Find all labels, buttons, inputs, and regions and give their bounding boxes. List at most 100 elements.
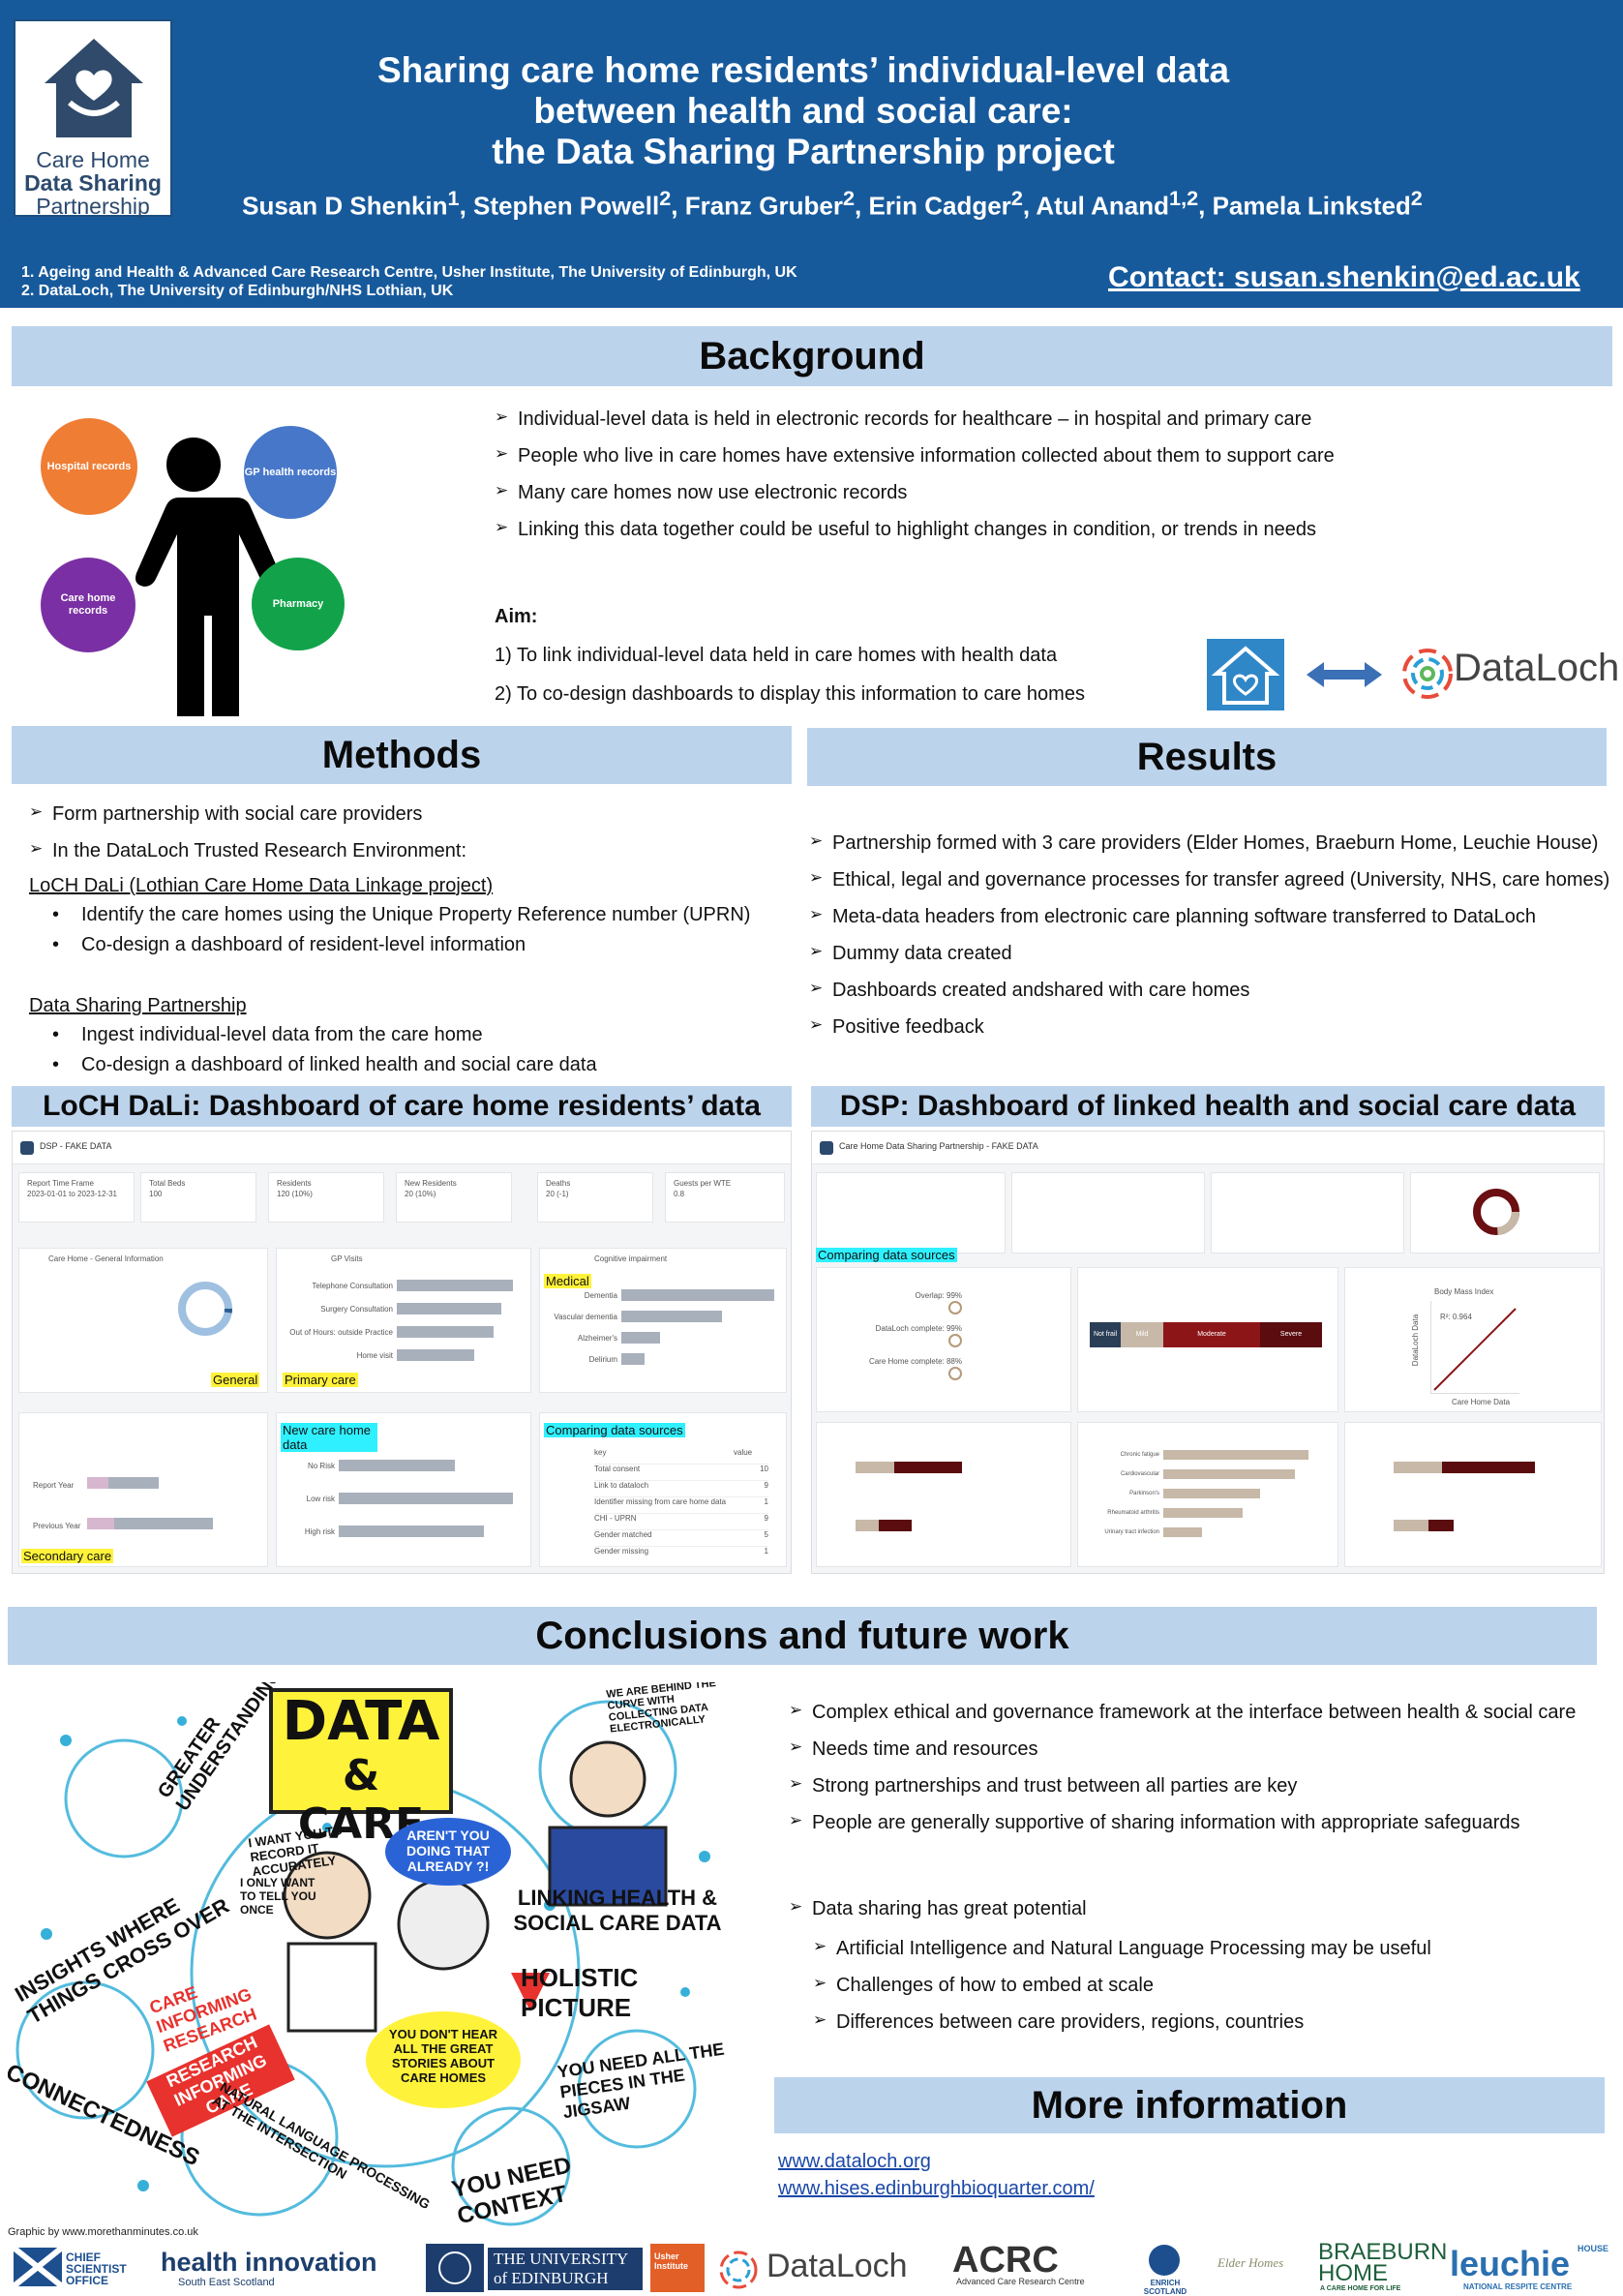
phrase: I ONLY WANT TO TELL YOU ONCE bbox=[240, 1876, 316, 1917]
author-sup: 2 bbox=[1410, 186, 1423, 210]
comparing-sources-table: Comparing data sources key value Total c… bbox=[539, 1412, 787, 1567]
phrase: HOLISTIC PICTURE bbox=[521, 1963, 639, 2022]
bar bbox=[339, 1493, 513, 1504]
hises-link[interactable]: www.hises.edinburghbioquarter.com/ bbox=[778, 2178, 1095, 2199]
background-heading: Background bbox=[12, 326, 1612, 386]
braeburn-line: HOME bbox=[1318, 2260, 1388, 2286]
dsp-title: Data Sharing Partnership bbox=[29, 995, 247, 1016]
usher-logo: Usher Institute bbox=[650, 2244, 705, 2292]
author-sup: 2 bbox=[659, 186, 672, 210]
bar bbox=[1394, 1462, 1442, 1473]
bar bbox=[397, 1326, 494, 1338]
health-innovation-logo: health innovation bbox=[161, 2248, 377, 2277]
list-item: Form partnership with social care provid… bbox=[29, 802, 466, 826]
completeness-label: Overlap: 99% bbox=[915, 1291, 962, 1300]
affiliation: 2. DataLoch, The University of Edinburgh… bbox=[21, 283, 454, 299]
ring-icon bbox=[948, 1334, 962, 1347]
cso-saltire-icon bbox=[14, 2248, 62, 2286]
person-figure-icon bbox=[135, 438, 281, 716]
double-arrow-icon bbox=[1307, 662, 1382, 687]
panel-tab[interactable]: GP Visits bbox=[331, 1254, 363, 1263]
bar-label: Delirium bbox=[588, 1355, 617, 1364]
bar bbox=[621, 1353, 645, 1365]
list-item: Many care homes now use electronic recor… bbox=[495, 481, 1335, 504]
donut-chart bbox=[178, 1282, 232, 1336]
tile-deaths: Deaths 20 (-1) bbox=[537, 1172, 653, 1223]
tile-value: 120 (10%) bbox=[277, 1190, 313, 1198]
list-item: Data sharing has great potential bbox=[789, 1897, 1087, 1920]
list-item: Strong partnerships and trust between al… bbox=[789, 1774, 1576, 1798]
primary-care-highlight: Primary care bbox=[283, 1373, 358, 1387]
panel-tab[interactable]: Care Home - General Information bbox=[48, 1254, 164, 1263]
aim-label: Aim: bbox=[495, 606, 538, 627]
bmi-panel: Body Mass Index R²: 0.964 Care Home Data… bbox=[1344, 1267, 1602, 1412]
graphic-credit: Graphic by www.morethanminutes.co.uk bbox=[8, 2226, 198, 2238]
pharmacy-circle: Pharmacy bbox=[252, 558, 345, 650]
tile-beds: Total Beds 100 bbox=[140, 1172, 256, 1223]
secondary-care-highlight: Secondary care bbox=[21, 1549, 114, 1563]
loch-dali-dashboard: DSP - FAKE DATA Report Time Frame 2023-0… bbox=[12, 1131, 792, 1574]
title-line: Sharing care home residents’ individual-… bbox=[376, 50, 1230, 90]
bar bbox=[1163, 1527, 1202, 1537]
gp-records-circle: GP health records bbox=[244, 426, 337, 519]
author: Franz Gruber bbox=[684, 191, 843, 221]
dsp-dashboard: Care Home Data Sharing Partnership - FAK… bbox=[811, 1131, 1605, 1574]
bar-label: Home visit bbox=[356, 1351, 393, 1360]
new-care-home-panel: New care home data No Risk Low risk High… bbox=[276, 1412, 531, 1567]
bar bbox=[856, 1520, 879, 1531]
dataloch-logo-text: DataLoch bbox=[1454, 647, 1620, 689]
dataloch-link[interactable]: www.dataloch.org bbox=[778, 2151, 931, 2172]
ring-icon bbox=[948, 1367, 962, 1380]
list-item: People are generally supportive of shari… bbox=[789, 1811, 1576, 1834]
bar bbox=[1163, 1508, 1243, 1518]
tile-label: Guests per WTE bbox=[674, 1179, 732, 1188]
speech-bubble: YOU DON'T HEAR ALL THE GREAT STORIES ABO… bbox=[366, 2011, 521, 2108]
dashboard-toolbar bbox=[13, 1132, 791, 1164]
results-heading: Results bbox=[807, 728, 1607, 786]
list-item: People who live in care homes have exten… bbox=[495, 444, 1335, 468]
list-item: Partnership formed with 3 care providers… bbox=[809, 831, 1609, 855]
bar-label: Telephone Consultation bbox=[312, 1282, 393, 1290]
tile-value: 0.8 bbox=[674, 1190, 685, 1198]
logo-line2: Data Sharing bbox=[24, 170, 162, 196]
list-item: Complex ethical and governance framework… bbox=[789, 1701, 1576, 1724]
bar bbox=[397, 1280, 513, 1291]
braeburn-line: BRAEBURN bbox=[1318, 2239, 1448, 2265]
bar bbox=[879, 1520, 912, 1531]
author: Stephen Powell bbox=[473, 191, 660, 221]
new-home-highlight: New care home data bbox=[281, 1423, 377, 1452]
cognitive-panel: Cognitive impairment Medical Dementia Va… bbox=[539, 1248, 787, 1393]
table-header: key bbox=[594, 1448, 607, 1457]
tile-label: Report Time Frame bbox=[27, 1179, 94, 1188]
medical-highlight: Medical bbox=[544, 1274, 591, 1288]
tile-guests: Guests per WTE 0.8 bbox=[665, 1172, 785, 1223]
app-icon bbox=[820, 1141, 833, 1155]
bar-label: Parkinson's bbox=[1129, 1491, 1159, 1496]
bar bbox=[1163, 1450, 1308, 1460]
graphic-recording-illustration: DATA & CARE GREATER UNDERSTANDING WE ARE… bbox=[8, 1682, 753, 2226]
general-panel: Care Home - General Information General bbox=[18, 1248, 268, 1393]
contact-email-link[interactable]: Contact: susan.shenkin@ed.ac.uk bbox=[1108, 261, 1580, 293]
bar bbox=[621, 1332, 660, 1344]
author: Atul Anand bbox=[1036, 191, 1170, 221]
gender-tile bbox=[1410, 1172, 1600, 1254]
list-item: Identify the care homes using the Unique… bbox=[29, 904, 750, 926]
nhs-encounters-tile bbox=[1211, 1172, 1404, 1254]
frailty-segment: Moderate bbox=[1163, 1322, 1260, 1347]
elder-homes-logo: Elder Homes bbox=[1217, 2255, 1284, 2270]
results-bullets: Partnership formed with 3 care providers… bbox=[809, 831, 1609, 1053]
hospital-records-circle: Hospital records bbox=[41, 418, 137, 515]
sign-title: DATA bbox=[282, 1690, 440, 1753]
frailty-segment: Severe bbox=[1260, 1322, 1322, 1347]
list-item: Dummy data created bbox=[809, 942, 1609, 965]
panel-tab[interactable]: Cognitive impairment bbox=[594, 1254, 668, 1263]
author-sup: 1 bbox=[447, 186, 460, 210]
loch-dali-items: Identify the care homes using the Unique… bbox=[29, 904, 750, 964]
completeness-panel: Overlap: 99% DataLoch complete: 99% Care… bbox=[816, 1267, 1071, 1412]
bar-label: Low risk bbox=[306, 1495, 335, 1503]
bar-label: Rheumatoid arthritis bbox=[1107, 1510, 1159, 1516]
tile-label: New Residents bbox=[405, 1179, 457, 1188]
more-info-heading: More information bbox=[774, 2077, 1605, 2133]
